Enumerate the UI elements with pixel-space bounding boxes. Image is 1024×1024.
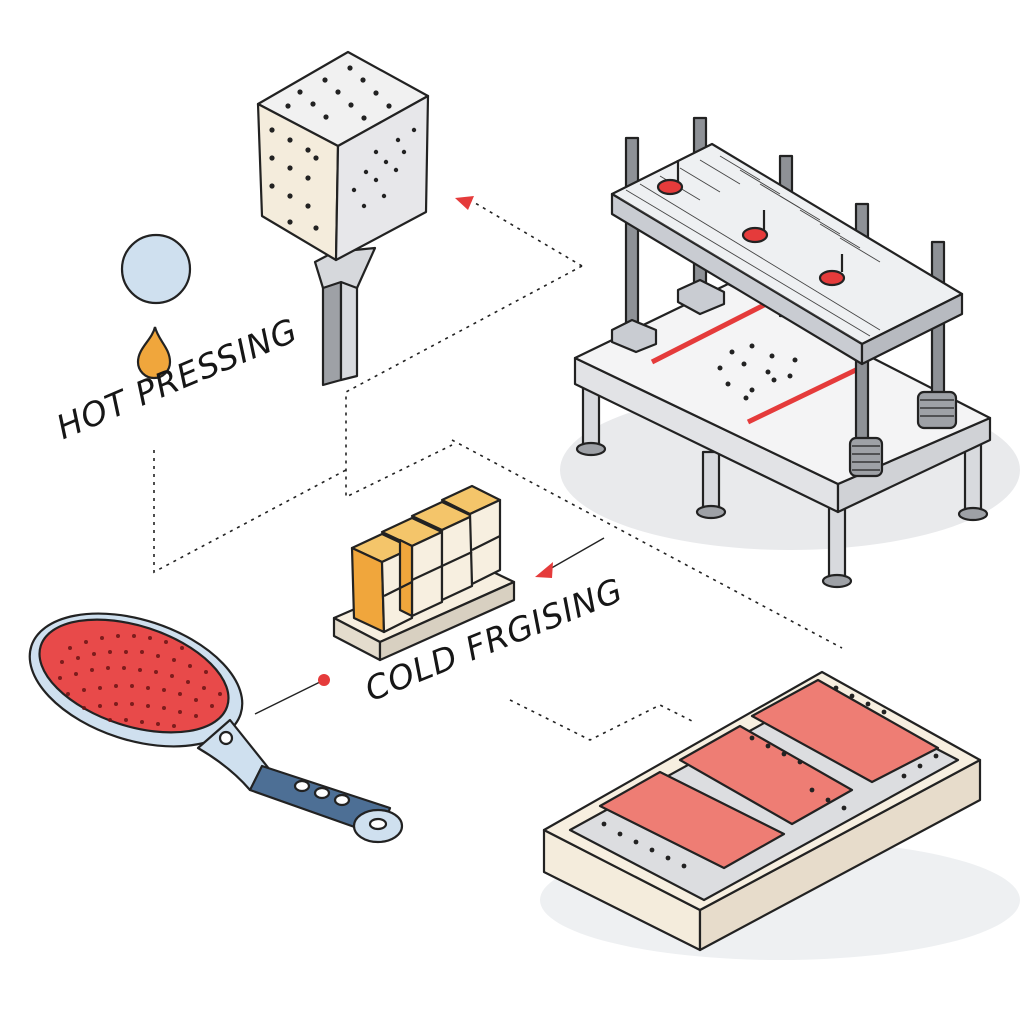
flow-arrows	[254, 196, 605, 715]
pointer-dot-icon	[318, 674, 330, 686]
arrow-to-mold-icon	[535, 562, 553, 578]
connector-press-to-cube	[469, 199, 583, 267]
connector-press-left	[345, 265, 583, 499]
droplet-icon	[136, 326, 172, 380]
connector-cold-label	[509, 699, 695, 741]
connector-cold-to-die	[451, 439, 843, 649]
connector-lines	[153, 199, 843, 741]
forging-die-plate-icon	[540, 670, 1020, 960]
hot-press-machine-icon	[560, 116, 1020, 589]
arrow-to-cube-icon	[455, 196, 474, 210]
mold-block-icon	[332, 484, 516, 662]
perforated-cube-punch-icon	[256, 50, 430, 387]
connector-hot-bracket	[153, 450, 347, 574]
sphere-icon	[120, 233, 192, 305]
paddle-racket-icon	[28, 612, 404, 844]
